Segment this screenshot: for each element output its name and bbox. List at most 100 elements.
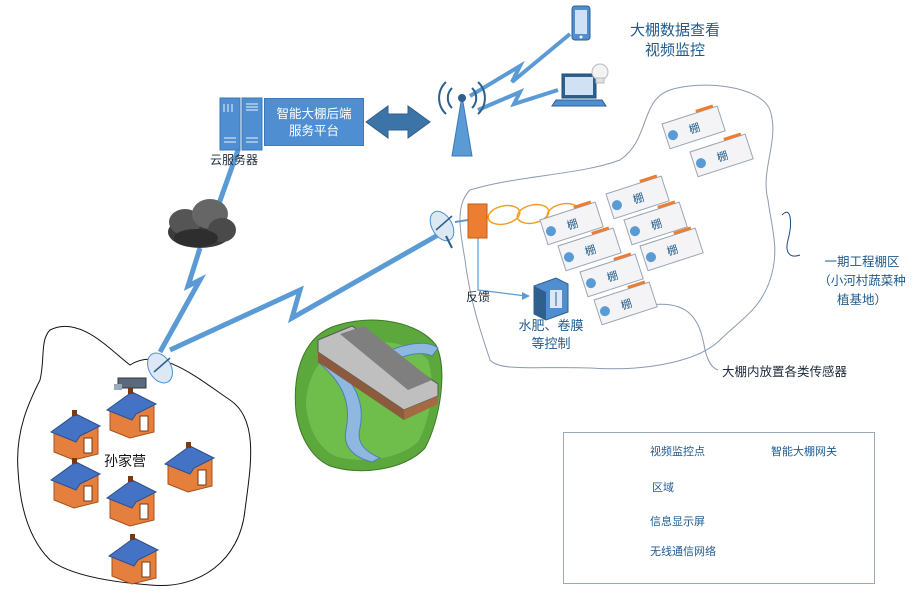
- house-icon: [105, 388, 158, 439]
- greenhouse-shed: 棚: [605, 174, 670, 220]
- greenhouse-shed-body: [579, 253, 644, 298]
- house-icon: [163, 442, 216, 493]
- greenhouse-shed-label: 棚: [619, 296, 634, 313]
- feedback-label: 反馈: [466, 290, 491, 304]
- village-field-wireless-link: [168, 232, 440, 353]
- sensor-note: 大棚内放置各类传感器: [722, 364, 848, 379]
- village-satellite-dish-icon: [147, 352, 173, 384]
- house-door: [83, 485, 93, 502]
- house-door: [83, 437, 93, 454]
- greenhouse-shed-body: [623, 201, 688, 246]
- house-door: [141, 561, 151, 578]
- house-roof: [49, 461, 102, 491]
- video-monitoring-point: [545, 226, 556, 237]
- feedback-line: [477, 238, 527, 297]
- video-monitoring-point: [667, 130, 678, 141]
- video-monitoring-point: [563, 252, 574, 263]
- service-platform-line-2: 服务平台: [288, 123, 339, 138]
- house-icon: [49, 410, 102, 461]
- house-chimney: [130, 534, 135, 540]
- field-satellite-dish-icon: [429, 210, 455, 249]
- video-monitoring-point: [599, 306, 610, 317]
- greenhouse-shed: 棚: [639, 226, 704, 272]
- tower-phone-wireless-link: [468, 32, 572, 98]
- greenhouse-shed: 棚: [557, 226, 622, 272]
- house-roof: [105, 391, 158, 421]
- video-monitoring-point: [695, 158, 706, 169]
- service-platform-line-1: 智能大棚后端: [276, 106, 352, 121]
- house-door: [197, 469, 207, 486]
- legend-video-point-label: 视频监控点: [650, 445, 705, 458]
- greenhouse-shed: 棚: [623, 200, 688, 246]
- house-chimney: [72, 458, 77, 464]
- house-roof: [49, 413, 102, 443]
- river-landscape-icon: [294, 319, 443, 472]
- greenhouse-shed-label: 棚: [665, 242, 680, 259]
- greenhouse-shed-label: 棚: [687, 120, 702, 137]
- greenhouse-shed-body: [639, 227, 704, 272]
- cloud-village-wireless-link: [157, 247, 207, 354]
- cloud-icon: [168, 199, 236, 248]
- house-door: [139, 503, 149, 520]
- greenhouse-shed: 棚: [661, 104, 726, 150]
- greenhouse-shed-label: 棚: [631, 190, 646, 207]
- greenhouse-shed-label: 棚: [715, 148, 730, 165]
- house-door: [139, 415, 149, 432]
- top-caption: 大棚数据查看 视频监控: [620, 20, 730, 60]
- greenhouse-shed-body: [605, 175, 670, 220]
- video-monitoring-point: [645, 252, 656, 263]
- greenhouse-shed-body: [539, 201, 604, 246]
- greenhouse-shed: 棚: [689, 132, 754, 178]
- info-display-screen: [723, 132, 742, 141]
- phase-area-line-3: 植基地）: [836, 292, 887, 307]
- greenhouse-shed: 棚: [593, 280, 658, 326]
- service-platform-box: 智能大棚后端 服务平台: [264, 98, 364, 146]
- village-name: 孙家营: [104, 454, 146, 470]
- video-monitoring-point: [585, 278, 596, 289]
- house-icon: [105, 476, 158, 527]
- info-display-screen: [639, 174, 658, 183]
- info-display-screen: [673, 226, 692, 235]
- laptop-icon: [551, 63, 609, 107]
- legend-wireless-label: 无线通信网络: [650, 545, 716, 558]
- cloud-server-icon: [219, 97, 263, 151]
- top-caption-line-2: 视频监控: [644, 41, 705, 59]
- legend-region-label: 区域: [652, 481, 674, 494]
- control-label-line-2: 等控制: [531, 337, 571, 352]
- greenhouse-shed-body: [661, 105, 726, 150]
- house-chimney: [186, 442, 191, 448]
- cloud-server-label: 云服务器: [210, 153, 259, 167]
- greenhouse-shed-label: 棚: [565, 216, 580, 233]
- legend-gateway-label: 智能大棚网关: [771, 445, 837, 458]
- greenhouse-shed-label: 棚: [583, 242, 598, 259]
- house-roof: [107, 537, 160, 567]
- greenhouse-shed-label: 棚: [605, 268, 620, 285]
- dish-gateway-link: [454, 219, 469, 223]
- platform-tower-double-arrow: [365, 105, 431, 139]
- phase-area-line-2: （小河村蔬菜种: [818, 273, 906, 288]
- info-display-screen: [657, 200, 676, 209]
- house-icon: [107, 534, 160, 585]
- info-display-screen: [695, 104, 714, 113]
- signal-tower-icon: [438, 81, 486, 157]
- house-roof: [163, 445, 216, 475]
- top-caption-line-1: 大棚数据查看: [629, 21, 720, 39]
- info-display-screen: [627, 280, 646, 289]
- phase-area-leader-line: [781, 212, 801, 257]
- greenhouse-shed-label: 棚: [649, 216, 664, 233]
- legend-box: [563, 432, 875, 584]
- info-display-screen: [573, 200, 592, 209]
- phase-area-label: 一期工程棚区 （小河村蔬菜种 植基地）: [810, 252, 914, 309]
- info-display-screen: [591, 226, 610, 235]
- irrigation-control-device-icon: [533, 277, 569, 321]
- greenhouse-shed: 棚: [579, 252, 644, 298]
- control-label: 水肥、卷膜 等控制: [512, 318, 590, 354]
- smart-gateway-device: [467, 203, 488, 239]
- sensor-leader-line: [649, 303, 719, 371]
- greenhouse-shed-body: [593, 281, 658, 326]
- phase-area-line-1: 一期工程棚区: [824, 254, 900, 269]
- greenhouse-shed: 棚: [539, 200, 604, 246]
- control-label-line-1: 水肥、卷膜: [518, 319, 584, 334]
